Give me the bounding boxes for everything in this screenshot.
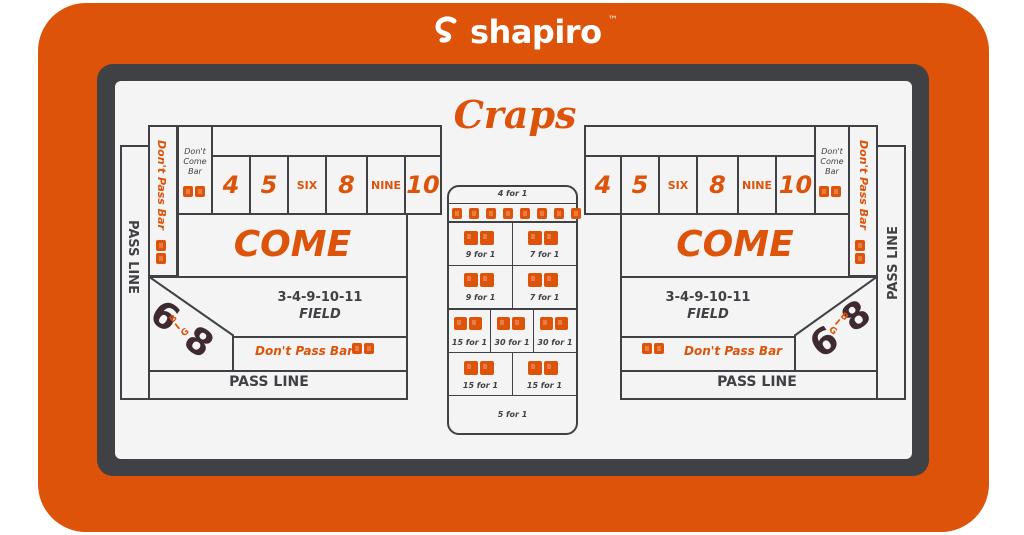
prop-hard-4-dice xyxy=(528,273,558,287)
prop-twelve-dice xyxy=(540,317,568,330)
left-place-nine[interactable]: NINE xyxy=(366,155,406,215)
right-field-numbers: 3-4-9-10-11 xyxy=(665,290,751,305)
prop-any-seven[interactable]: 5 for 1 xyxy=(497,410,528,419)
left-dont-come-label: Don't Come Bar xyxy=(183,147,207,176)
left-dont-pass-vertical: Don't Pass Bar xyxy=(155,140,168,230)
prop-hard-10-dice xyxy=(528,231,558,245)
prop-eleven-left-dice xyxy=(464,361,494,375)
left-come-label: COME xyxy=(233,224,352,265)
left-come-area[interactable] xyxy=(177,213,408,278)
right-dont-come-box[interactable] xyxy=(814,125,850,215)
left-place-4[interactable]: 4 xyxy=(211,155,251,215)
prop-hard-8-dice xyxy=(464,273,494,287)
right-dont-pass-vertical: Don't Pass Bar xyxy=(857,140,870,230)
right-pass-line-label: PASS LINE xyxy=(717,374,797,390)
prop-hard-8[interactable] xyxy=(448,265,513,309)
right-dont-come-dice xyxy=(819,186,841,197)
prop-any-craps-top: 4 for 1 xyxy=(497,189,528,198)
right-dont-pass-bar-dice xyxy=(642,343,664,354)
left-dont-come-box[interactable] xyxy=(177,125,213,215)
right-pass-line-vertical: PASS LINE xyxy=(886,226,901,300)
right-number-top-row xyxy=(584,125,816,157)
left-dont-pass-bar-label: Don't Pass Bar xyxy=(255,344,354,358)
left-place-8[interactable]: 8 xyxy=(325,155,368,215)
right-place-six[interactable]: SIX xyxy=(658,155,698,215)
right-dont-pass-bar-label: Don't Pass Bar xyxy=(684,344,783,358)
right-come-label: COME xyxy=(676,224,794,265)
left-pass-line-vertical: PASS LINE xyxy=(125,220,140,294)
left-pass-line-side[interactable] xyxy=(120,145,150,400)
prop-hard-8-odds: 9 for 1 xyxy=(465,293,496,302)
right-place-5[interactable]: 5 xyxy=(620,155,660,215)
left-field-label: FIELD xyxy=(299,307,341,322)
prop-eleven-right-odds: 15 for 1 xyxy=(526,381,563,390)
right-dont-come-label: Don't Come Bar xyxy=(820,147,844,176)
right-place-10[interactable]: 10 xyxy=(775,155,816,215)
left-dont-come-dice xyxy=(183,186,205,197)
prop-two-dice xyxy=(497,317,525,330)
left-dont-pass-bar-dice xyxy=(352,343,374,354)
prop-hard-6-odds: 9 for 1 xyxy=(465,250,496,259)
right-place-nine[interactable]: NINE xyxy=(737,155,777,215)
left-dont-pass-bar-bottom[interactable] xyxy=(232,336,408,372)
prop-hard-10-odds: 7 for 1 xyxy=(529,250,560,259)
prop-three-odds: 15 for 1 xyxy=(451,338,488,347)
left-place-5[interactable]: 5 xyxy=(249,155,289,215)
left-field-numbers: 3-4-9-10-11 xyxy=(277,290,363,305)
left-pass-line-bottom[interactable] xyxy=(148,370,408,400)
page-title: Craps xyxy=(453,92,577,137)
prop-hard-4-odds: 7 for 1 xyxy=(529,293,560,302)
right-field-label: FIELD xyxy=(687,307,729,322)
brand-trademark: ™ xyxy=(607,14,618,26)
left-big68-divider xyxy=(148,276,234,337)
right-pass-line-bottom[interactable] xyxy=(620,370,878,400)
prop-three-dice xyxy=(454,317,482,330)
shapiro-logo-icon xyxy=(435,16,457,43)
prop-eleven-right[interactable] xyxy=(512,352,577,396)
right-pass-line-side[interactable] xyxy=(876,145,906,400)
right-place-4[interactable]: 4 xyxy=(584,155,622,215)
left-pass-line-label: PASS LINE xyxy=(229,374,309,390)
left-number-top-row xyxy=(211,125,442,157)
prop-eleven-left-odds: 15 for 1 xyxy=(462,381,499,390)
right-place-8[interactable]: 8 xyxy=(696,155,739,215)
right-dont-pass-dice xyxy=(855,240,865,264)
prop-hard-6-dice xyxy=(464,231,494,245)
brand-logo: shapiro ™ xyxy=(430,4,618,60)
prop-hop-dice xyxy=(452,208,581,219)
prop-eleven-right-dice xyxy=(528,361,558,375)
left-place-10[interactable]: 10 xyxy=(404,155,442,215)
brand-name: shapiro xyxy=(470,13,602,51)
left-place-six[interactable]: SIX xyxy=(287,155,327,215)
prop-twelve-odds: 30 for 1 xyxy=(537,338,573,347)
prop-hard-4[interactable] xyxy=(512,265,577,309)
left-dont-pass-dice xyxy=(156,240,166,264)
right-big68-divider xyxy=(794,276,878,337)
prop-two-odds: 30 for 1 xyxy=(494,338,530,347)
